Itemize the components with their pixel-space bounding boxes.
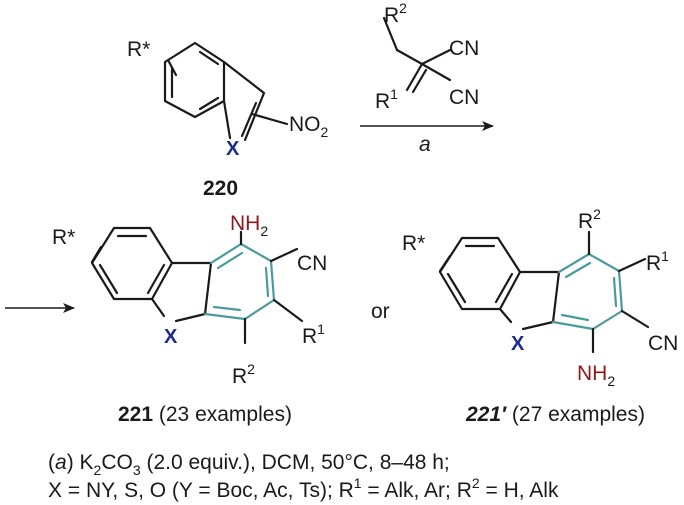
product-221-structure: R* X NH2 CN R1 R2 221 (23 examples) bbox=[52, 212, 327, 426]
reaction-arrow-label: a bbox=[419, 133, 431, 156]
product-221-prime-cn: CN bbox=[648, 332, 678, 355]
product-221-five-ring bbox=[150, 261, 213, 323]
product-221-prime-new-ring bbox=[551, 252, 624, 331]
reagent-cn-top: CN bbox=[449, 37, 479, 60]
product-221-amine: NH2 bbox=[230, 212, 268, 239]
compound-220-r-star: R* bbox=[127, 38, 150, 61]
compound-220-structure: R* X NO2 220 bbox=[127, 38, 329, 200]
compound-220-nitro: NO2 bbox=[289, 113, 329, 140]
conditions-line-2: X = NY, S, O (Y = Boc, Ac, Ts); R1 = Alk… bbox=[48, 475, 559, 502]
product-221-heteroatom: X bbox=[164, 326, 178, 348]
product-221-prime-five-ring bbox=[498, 270, 561, 331]
product-221-prime-r-star: R* bbox=[402, 232, 425, 255]
product-221-cn: CN bbox=[297, 252, 327, 275]
product-221-caption: 221 (23 examples) bbox=[118, 403, 292, 426]
product-221-prime-benzene-ring bbox=[438, 236, 522, 311]
product-221-prime-r1: R1 bbox=[646, 248, 669, 275]
product-221-new-ring bbox=[203, 242, 276, 321]
reagent-cn-bottom: CN bbox=[449, 86, 479, 109]
product-221-prime-heteroatom: X bbox=[511, 333, 525, 355]
conditions-line-1: (a) K2CO3 (2.0 equiv.), DCM, 50°C, 8–48 … bbox=[48, 451, 450, 478]
product-221-r1: R1 bbox=[302, 321, 325, 348]
compound-220-number: 220 bbox=[203, 177, 238, 200]
product-221-benzene-ring bbox=[90, 226, 174, 301]
reagent-structure: R2 R1 CN CN bbox=[375, 0, 479, 113]
or-connector: or bbox=[371, 300, 390, 323]
product-221-r2: R2 bbox=[232, 361, 255, 388]
compound-220-five-ring bbox=[166, 58, 289, 142]
product-221-r-star: R* bbox=[52, 226, 75, 249]
reagent-r2: R2 bbox=[384, 0, 407, 27]
product-221-prime-r2: R2 bbox=[578, 206, 601, 233]
compound-220-heteroatom: X bbox=[226, 138, 240, 160]
product-221-prime-structure: R* X R2 R1 CN NH2 221′ (27 examples) bbox=[402, 206, 678, 426]
product-221-prime-amine: NH2 bbox=[577, 362, 615, 389]
reagent-r1: R1 bbox=[375, 86, 398, 113]
product-221-prime-caption: 221′ (27 examples) bbox=[465, 403, 645, 426]
compound-220-benzene-ring bbox=[163, 41, 226, 119]
